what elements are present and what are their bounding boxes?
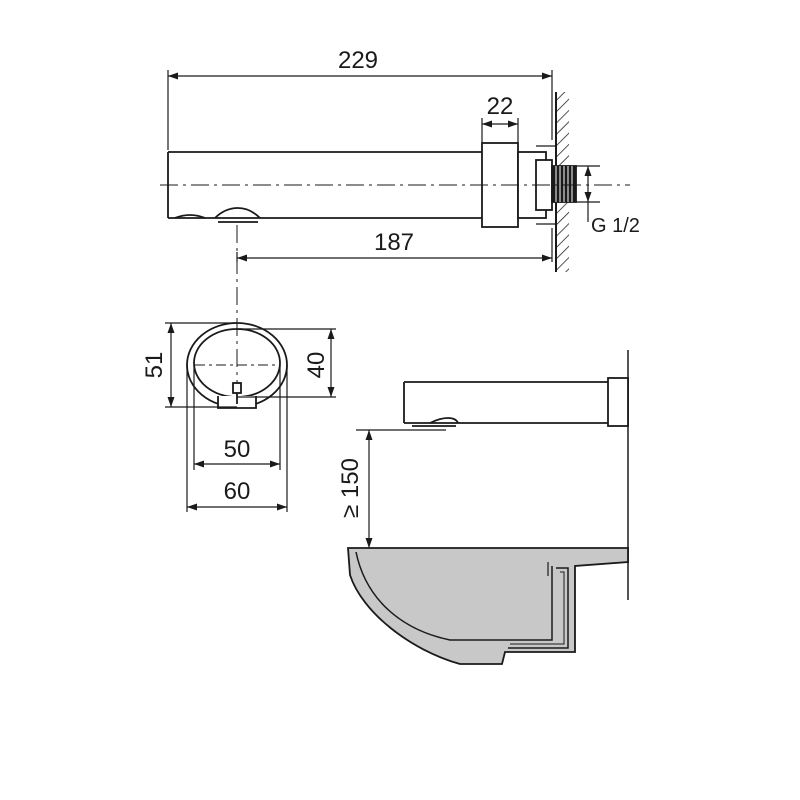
basin — [347, 547, 629, 665]
installation-view — [356, 350, 629, 600]
install-spout — [403, 381, 608, 424]
basin-drain-pipe — [508, 567, 569, 649]
dim-label-overall-length: 229 — [338, 47, 378, 74]
front-view — [165, 322, 336, 512]
aerator — [214, 207, 261, 219]
dim-label-inner-height: 40 — [303, 352, 330, 379]
basin-bowl-inner — [355, 551, 553, 641]
dim-label-thread: G 1/2 — [591, 215, 640, 237]
dim-label-height: 51 — [141, 352, 168, 379]
install-flange — [607, 377, 629, 427]
dim-label-outer-width: 60 — [224, 478, 251, 505]
dim-label-spout-reach: 187 — [374, 229, 414, 256]
dim-label-min-clearance: ≥ 150 — [337, 458, 364, 518]
dim-label-flange-width: 22 — [487, 93, 514, 120]
side-view — [160, 70, 630, 410]
basin-body — [347, 547, 629, 665]
dim-label-inner-width: 50 — [224, 436, 251, 463]
